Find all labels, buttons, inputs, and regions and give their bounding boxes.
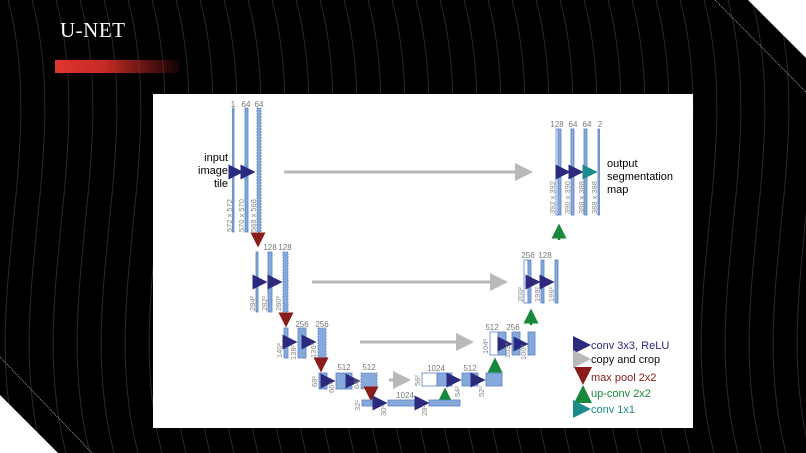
channel-label: 64 bbox=[242, 100, 251, 109]
wave-line bbox=[4, 0, 22, 453]
size-label: 102² bbox=[503, 342, 512, 358]
size-label: 280² bbox=[274, 295, 283, 311]
size-label: 570 x 570 bbox=[237, 199, 246, 232]
size-label: 284² bbox=[248, 295, 257, 311]
feature-map bbox=[554, 259, 559, 304]
size-label: 136² bbox=[309, 342, 318, 358]
channel-label: 256 bbox=[521, 251, 535, 260]
legend-label: conv 3x3, ReLU bbox=[591, 340, 669, 352]
wave-line bbox=[796, 0, 806, 438]
size-label: 68² bbox=[310, 376, 319, 387]
size-label: 28² bbox=[420, 405, 429, 416]
diagonal-line bbox=[714, 0, 806, 93]
input-label: input bbox=[204, 152, 228, 164]
channel-label: 128 bbox=[538, 251, 552, 260]
channel-label: 512 bbox=[337, 363, 351, 372]
legend-label: up-conv 2x2 bbox=[591, 388, 651, 400]
wave-line bbox=[724, 0, 742, 453]
wave-line bbox=[700, 0, 718, 453]
legend-label: conv 1x1 bbox=[591, 404, 635, 416]
feature-map bbox=[361, 399, 379, 407]
feature-map bbox=[485, 372, 503, 387]
feature-map bbox=[557, 128, 562, 216]
input-label: image bbox=[198, 165, 228, 177]
size-label: 568 x 568 bbox=[249, 199, 258, 232]
feature-map bbox=[317, 327, 327, 359]
legend: conv 3x3, ReLU copy and crop max pool 2x… bbox=[573, 336, 669, 418]
channel-label: 256 bbox=[506, 323, 520, 332]
title-accent-bar bbox=[55, 60, 180, 73]
unet-diagram-panel bbox=[153, 94, 693, 428]
channel-label: 512 bbox=[463, 364, 477, 373]
feature-map bbox=[283, 327, 289, 359]
diagonal-line bbox=[0, 356, 93, 453]
input-label: tile bbox=[214, 178, 228, 190]
feature-map bbox=[297, 327, 307, 359]
wave-line bbox=[772, 0, 790, 453]
size-label: 282² bbox=[260, 295, 269, 311]
output-label: segmentation bbox=[607, 171, 673, 183]
size-label: 388 x 388 bbox=[577, 181, 586, 214]
feature-map bbox=[335, 372, 353, 390]
legend-label: copy and crop bbox=[591, 354, 660, 366]
size-label: 104² bbox=[481, 338, 490, 354]
feature-map bbox=[282, 251, 289, 313]
wave-line bbox=[748, 0, 766, 453]
size-label: 198² bbox=[533, 286, 542, 302]
channel-label: 1024 bbox=[396, 391, 414, 400]
feature-map bbox=[360, 372, 378, 390]
size-label: 52² bbox=[477, 386, 486, 397]
feature-map bbox=[428, 399, 461, 407]
corner-triangle-bottom-left bbox=[0, 395, 58, 453]
slide-title: U-NET bbox=[60, 18, 126, 42]
size-label: 54² bbox=[453, 386, 462, 397]
size-label: 388 x 388 bbox=[590, 181, 599, 214]
size-label: 196² bbox=[547, 286, 556, 302]
feature-map bbox=[527, 259, 532, 304]
channel-label: 1 bbox=[231, 100, 236, 109]
size-label: 200² bbox=[516, 286, 525, 302]
output-label: output bbox=[607, 158, 638, 170]
channel-label: 64 bbox=[569, 120, 578, 129]
channel-label: 2 bbox=[598, 120, 603, 129]
size-label: 572 x 572 bbox=[225, 199, 234, 232]
channel-label: 128 bbox=[278, 243, 292, 252]
copied-feature-map bbox=[421, 372, 438, 387]
feature-map bbox=[461, 372, 479, 387]
copied-feature-map bbox=[489, 331, 499, 356]
size-label: 56² bbox=[413, 375, 422, 386]
size-label: 390 x 390 bbox=[563, 181, 572, 214]
size-label: 100² bbox=[519, 344, 528, 360]
channel-label: 64 bbox=[583, 120, 592, 129]
legend-label: max pool 2x2 bbox=[591, 372, 656, 384]
channel-label: 128 bbox=[550, 120, 564, 129]
size-label: 392 x 392 bbox=[548, 181, 557, 214]
channel-label: 256 bbox=[315, 320, 329, 329]
channel-label: 128 bbox=[263, 243, 277, 252]
channel-label: 256 bbox=[295, 320, 309, 329]
channel-label: 512 bbox=[362, 363, 376, 372]
size-label: 66² bbox=[327, 382, 336, 393]
size-label: 30² bbox=[379, 405, 388, 416]
size-label: 138² bbox=[289, 344, 298, 360]
output-label: map bbox=[607, 184, 628, 196]
size-label: 140² bbox=[275, 342, 284, 358]
size-label: 64² bbox=[352, 378, 361, 389]
feature-map bbox=[527, 331, 536, 356]
feature-map bbox=[436, 372, 453, 387]
channel-label: 512 bbox=[485, 323, 499, 332]
channel-label: 1024 bbox=[427, 364, 445, 373]
feature-map bbox=[318, 372, 328, 390]
channel-label: 64 bbox=[255, 100, 264, 109]
feature-map bbox=[597, 128, 600, 216]
corner-triangle-top-right bbox=[748, 0, 806, 58]
size-label: 32² bbox=[353, 400, 362, 411]
wave-line bbox=[28, 0, 46, 453]
feature-map bbox=[387, 399, 423, 407]
feature-map bbox=[256, 107, 262, 233]
